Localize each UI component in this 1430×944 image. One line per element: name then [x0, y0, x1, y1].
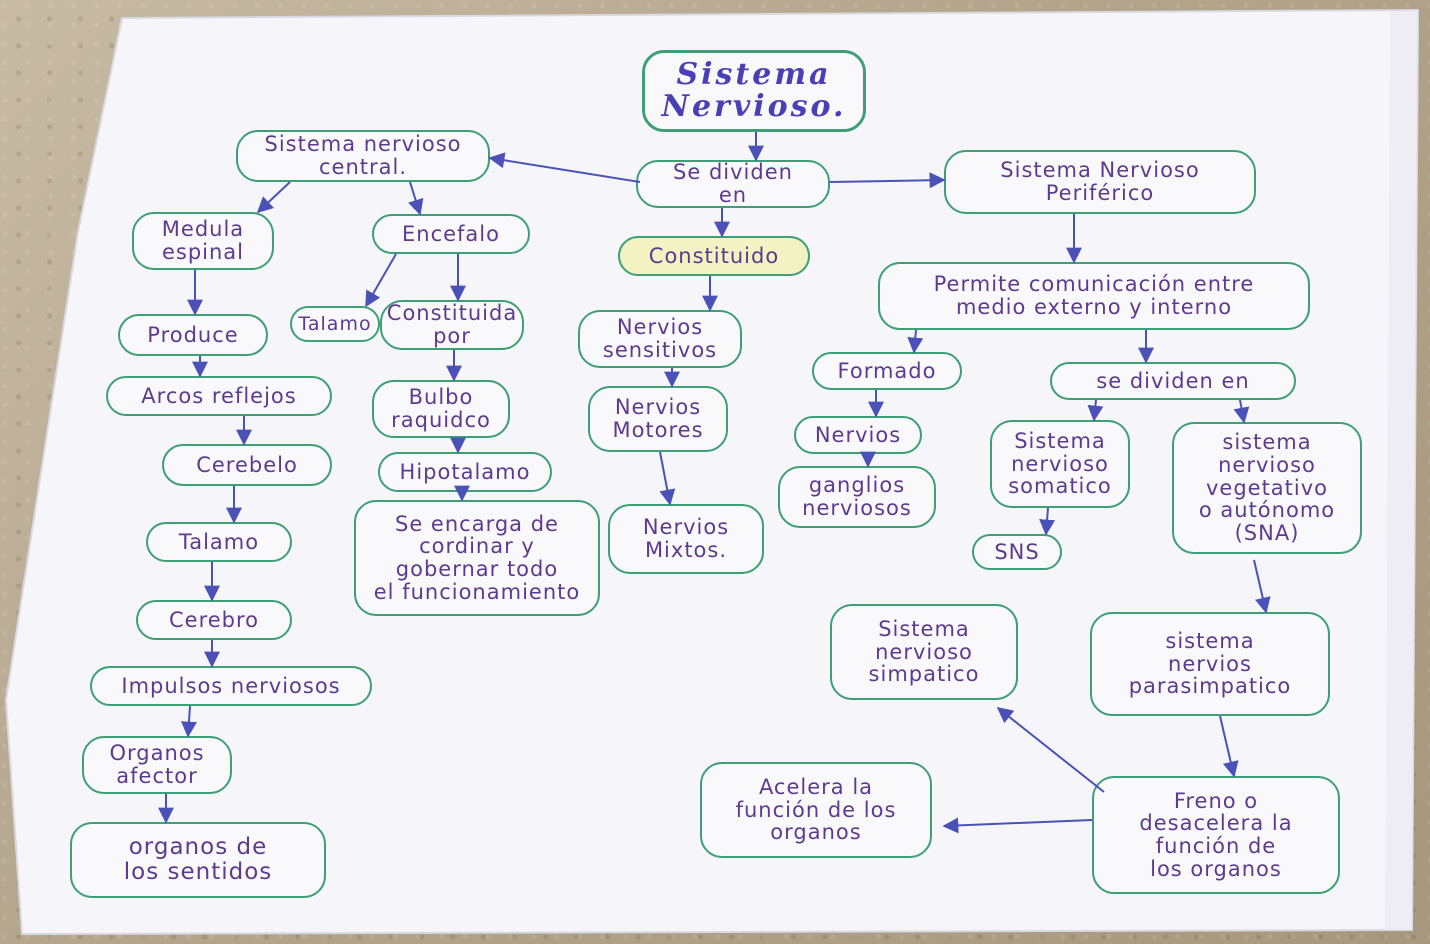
node-vegetativo: sistema nervioso vegetativo o autónomo (…	[1172, 422, 1362, 554]
node-se-dividen-en: se dividen en	[1050, 362, 1296, 400]
node-ganglios: ganglios nerviosos	[778, 466, 936, 528]
node-somatico: Sistema nervioso somatico	[990, 420, 1130, 508]
node-parasimpatico: sistema nervios parasimpatico	[1090, 612, 1330, 716]
node-talamo-small: Talamo	[290, 306, 380, 342]
node-frena: Freno o desacelera la función de los org…	[1092, 776, 1340, 894]
node-constituido: Constituido	[618, 236, 810, 276]
node-se-dividen-top: Se dividen en	[636, 160, 830, 208]
node-snp: Sistema Nervioso Periférico	[944, 150, 1256, 214]
node-acelera: Acelera la función de los organos	[700, 762, 932, 858]
node-permite: Permite comunicación entre medio externo…	[878, 262, 1310, 330]
node-constituida-por: Constituida por	[380, 300, 524, 350]
node-produce: Produce	[118, 314, 268, 356]
node-organos-sentidos: organos de los sentidos	[70, 822, 326, 898]
node-formado: Formado	[812, 352, 962, 390]
node-nervios-motores: Nervios Motores	[588, 386, 728, 452]
node-talamo: Talamo	[146, 522, 292, 562]
node-encefalo: Encefalo	[372, 214, 530, 254]
node-nervios-sensitivos: Nervios sensitivos	[578, 310, 742, 368]
node-organos-afector: Organos afector	[82, 736, 232, 794]
node-medula: Medula espinal	[132, 212, 274, 270]
title-node: Sistema Nervioso.	[642, 50, 866, 132]
node-simpatico: Sistema nervioso simpatico	[830, 604, 1018, 700]
node-se-encarga: Se encarga de cordinar y gobernar todo e…	[354, 500, 600, 616]
node-nervios: Nervios	[794, 416, 922, 454]
node-nervios-mixtos: Nervios Mixtos.	[608, 504, 764, 574]
node-arcos-reflejos: Arcos reflejos	[106, 376, 332, 416]
node-sns: SNS	[972, 534, 1062, 570]
node-bulbo: Bulbo raquidco	[372, 380, 510, 438]
node-impulsos: Impulsos nerviosos	[90, 666, 372, 706]
node-cerebro: Cerebro	[136, 600, 292, 640]
